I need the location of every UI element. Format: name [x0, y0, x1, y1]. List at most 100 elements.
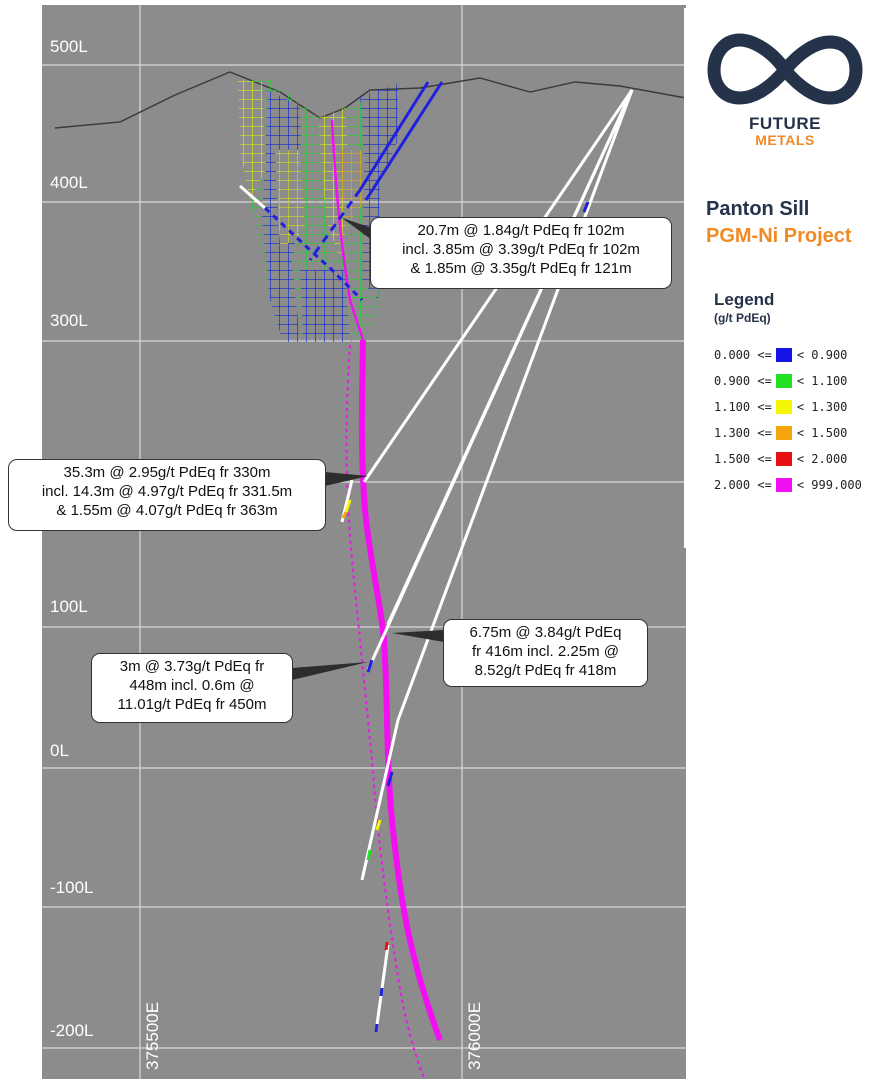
legend-high: 1.100 [811, 374, 848, 388]
legend-high: 1.500 [811, 426, 848, 440]
legend-swatch-blue [775, 348, 792, 362]
intercept-orange-1 [341, 511, 348, 519]
drillhole-intercepts [263, 81, 590, 1033]
legend-unit: (g/t PdEq) [714, 311, 771, 325]
block-model-blue-right [360, 84, 398, 300]
legend-lt: < [796, 374, 812, 388]
callout-3-line-1: 6.75m @ 3.84g/t PdEq [469, 624, 622, 641]
legend-lt: < [796, 348, 812, 362]
drillhole-6 [239, 184, 266, 210]
rl-label-500L: 500L [50, 37, 88, 56]
logo-text-metals: METALS [755, 132, 815, 148]
intercept-dashed-multi [308, 189, 362, 261]
rl-label-400L: 400L [50, 173, 88, 192]
easting-label-375500E: 375500E [143, 1002, 162, 1070]
legend-title: Legend [714, 290, 775, 309]
legend-swatch-red [775, 452, 792, 466]
intercept-blue-4 [386, 771, 394, 787]
callout-1-line-3: & 1.85m @ 3.35g/t PdEq fr 121m [410, 260, 632, 277]
legend-swatch-magenta [775, 478, 792, 492]
intercept-blue-1 [358, 81, 430, 191]
legend-le: <= [750, 348, 772, 362]
callout-4-line-2: 448m incl. 0.6m @ [129, 677, 255, 694]
legend-le: <= [750, 426, 772, 440]
project-subtitle: PGM-Ni Project [706, 225, 852, 247]
callout-pointer-2 [325, 472, 368, 486]
block-model-orange [338, 150, 365, 230]
legend-high: 999.000 [811, 478, 862, 492]
rl-label-100L: 100L [50, 597, 88, 616]
callout-pointers [292, 218, 444, 680]
callout-pointer-4 [292, 662, 368, 680]
legend-panel: FUTURE METALS Panton Sill PGM-Ni Project… [684, 8, 886, 548]
intercept-blue-3 [582, 201, 590, 213]
legend-le: <= [750, 400, 772, 414]
legend-low: 1.500 [714, 452, 751, 466]
rl-label-0L: 0L [50, 741, 69, 760]
intercept-blue-6 [374, 1023, 379, 1033]
legend-row-yellow: 1.100 <= < 1.300 [714, 398, 847, 416]
callout-2-line-2: incl. 14.3m @ 4.97g/t PdEq fr 331.5m [41, 483, 293, 500]
callout-pointer-3 [392, 630, 444, 642]
legend-low: 0.900 [714, 374, 751, 388]
legend-lt: < [796, 426, 812, 440]
grid-lines [42, 5, 686, 1079]
legend-low: 0.000 [714, 348, 751, 362]
drillhole-4 [360, 89, 634, 881]
project-name: Panton Sill [706, 198, 810, 220]
legend-le: <= [750, 452, 772, 466]
legend-lt: < [796, 400, 812, 414]
legend-lt: < [796, 452, 812, 466]
callout-pointer-1 [342, 218, 372, 240]
legend-row-magenta: 2.000 <= < 999.000 [714, 476, 862, 494]
callout-2-line-1: 35.3m @ 2.95g/t PdEq fr 330m [63, 464, 271, 481]
topography-line [54, 71, 687, 129]
callout-4-line-1: 3m @ 3.73g/t PdEq fr [119, 658, 265, 675]
legend-low: 1.100 [714, 400, 751, 414]
logo-text-future: FUTURE [749, 114, 821, 133]
legend-row-red: 1.500 <= < 2.000 [714, 450, 847, 468]
intercept-yellow-1 [344, 499, 352, 513]
legend-le: <= [750, 478, 772, 492]
legend-swatch-green [775, 374, 792, 388]
callout-intercept-4: 3m @ 3.73g/t PdEq fr 448m incl. 0.6m @ 1… [91, 653, 293, 723]
legend-row-green: 0.900 <= < 1.100 [714, 372, 847, 390]
callout-intercept-1: 20.7m @ 1.84g/t PdEq fr 102m incl. 3.85m… [370, 217, 672, 289]
callout-intercept-2: 35.3m @ 2.95g/t PdEq fr 330m incl. 14.3m… [8, 459, 326, 531]
callout-1-line-1: 20.7m @ 1.84g/t PdEq fr 102m [417, 222, 625, 239]
intercept-blue-2 [364, 81, 444, 201]
infinity-logo-icon [707, 33, 863, 105]
callout-3-line-2: fr 416m incl. 2.25m @ [472, 643, 619, 660]
callout-intercept-3: 6.75m @ 3.84g/t PdEq fr 416m incl. 2.25m… [443, 619, 648, 687]
mineralisation-trace-main [358, 339, 443, 1042]
intercept-green-1 [366, 849, 372, 861]
drillhole-3 [366, 89, 634, 671]
block-model-blue-bottom [300, 270, 350, 342]
rl-labels: 500L 400L 300L 100L 0L -100L -200L [50, 37, 93, 1040]
callout-2-line-3: & 1.55m @ 4.07g/t PdEq fr 363m [56, 502, 278, 519]
legend-le: <= [750, 374, 772, 388]
legend-high: 1.300 [811, 400, 848, 414]
legend-swatch-yellow [775, 400, 792, 414]
rl-label-minus200L: -200L [50, 1021, 93, 1040]
mineralisation-trace-upper [330, 119, 365, 341]
block-model-yellow-left [238, 80, 266, 200]
callout-3-line-3: 8.52g/t PdEq fr 418m [474, 662, 617, 679]
rl-label-minus100L: -100L [50, 878, 93, 897]
easting-label-376000E: 376000E [465, 1002, 484, 1070]
legend-row-orange: 1.300 <= < 1.500 [714, 424, 847, 442]
intercept-dashed-blue [263, 206, 364, 302]
legend-high: 0.900 [811, 348, 848, 362]
legend-lt: < [796, 478, 812, 492]
block-model [238, 80, 398, 342]
callout-1-line-2: incl. 3.85m @ 3.39g/t PdEq fr 102m [402, 241, 640, 258]
rl-label-300L: 300L [50, 311, 88, 330]
callout-4-line-3: 11.01g/t PdEq fr 450m [117, 696, 267, 713]
intercept-blue-7 [366, 659, 374, 673]
legend-swatch-orange [775, 426, 792, 440]
legend-row-blue: 0.000 <= < 0.900 [714, 346, 847, 364]
intercept-yellow-2 [375, 819, 382, 831]
legend-high: 2.000 [811, 452, 848, 466]
intercept-red-1 [384, 941, 389, 951]
intercept-blue-5 [379, 987, 384, 997]
